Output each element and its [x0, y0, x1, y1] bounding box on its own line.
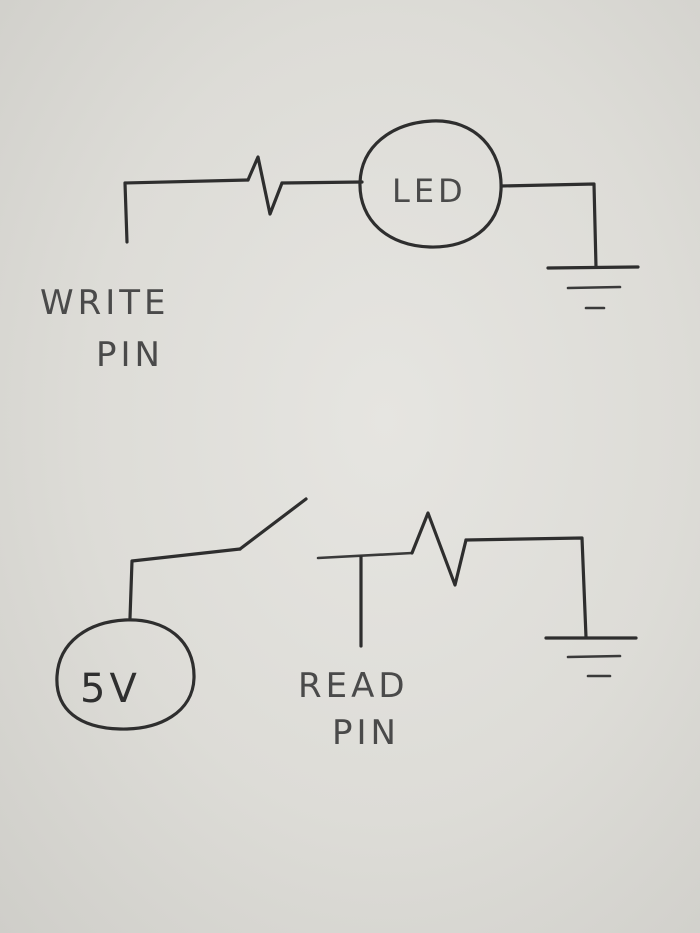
top-wire-left — [123, 178, 250, 244]
write-pin-label-line2: PIN — [96, 335, 164, 375]
ground-icon-top — [546, 265, 640, 310]
top-circuit: LED WRITE PIN — [40, 119, 640, 375]
read-pin-label-line2: PIN — [332, 713, 400, 753]
ground-icon-bottom — [544, 636, 638, 678]
read-pin-label-line1: READ — [298, 666, 409, 706]
source-circle — [55, 618, 196, 731]
top-resistor — [246, 155, 284, 216]
top-wire-mid — [280, 180, 364, 185]
top-wire-right — [499, 182, 598, 269]
switch-blade — [238, 497, 308, 551]
bottom-resistor — [410, 511, 468, 587]
bottom-wire-right — [464, 536, 588, 639]
write-pin-label-line1: WRITE — [40, 283, 170, 323]
bottom-wire-mid — [316, 551, 414, 560]
led-label: LED — [392, 172, 467, 210]
bottom-circuit: 5V READ PIN — [55, 497, 638, 753]
bottom-wire-left — [128, 547, 242, 620]
led-circle — [358, 119, 503, 249]
source-label: 5V — [80, 666, 141, 712]
